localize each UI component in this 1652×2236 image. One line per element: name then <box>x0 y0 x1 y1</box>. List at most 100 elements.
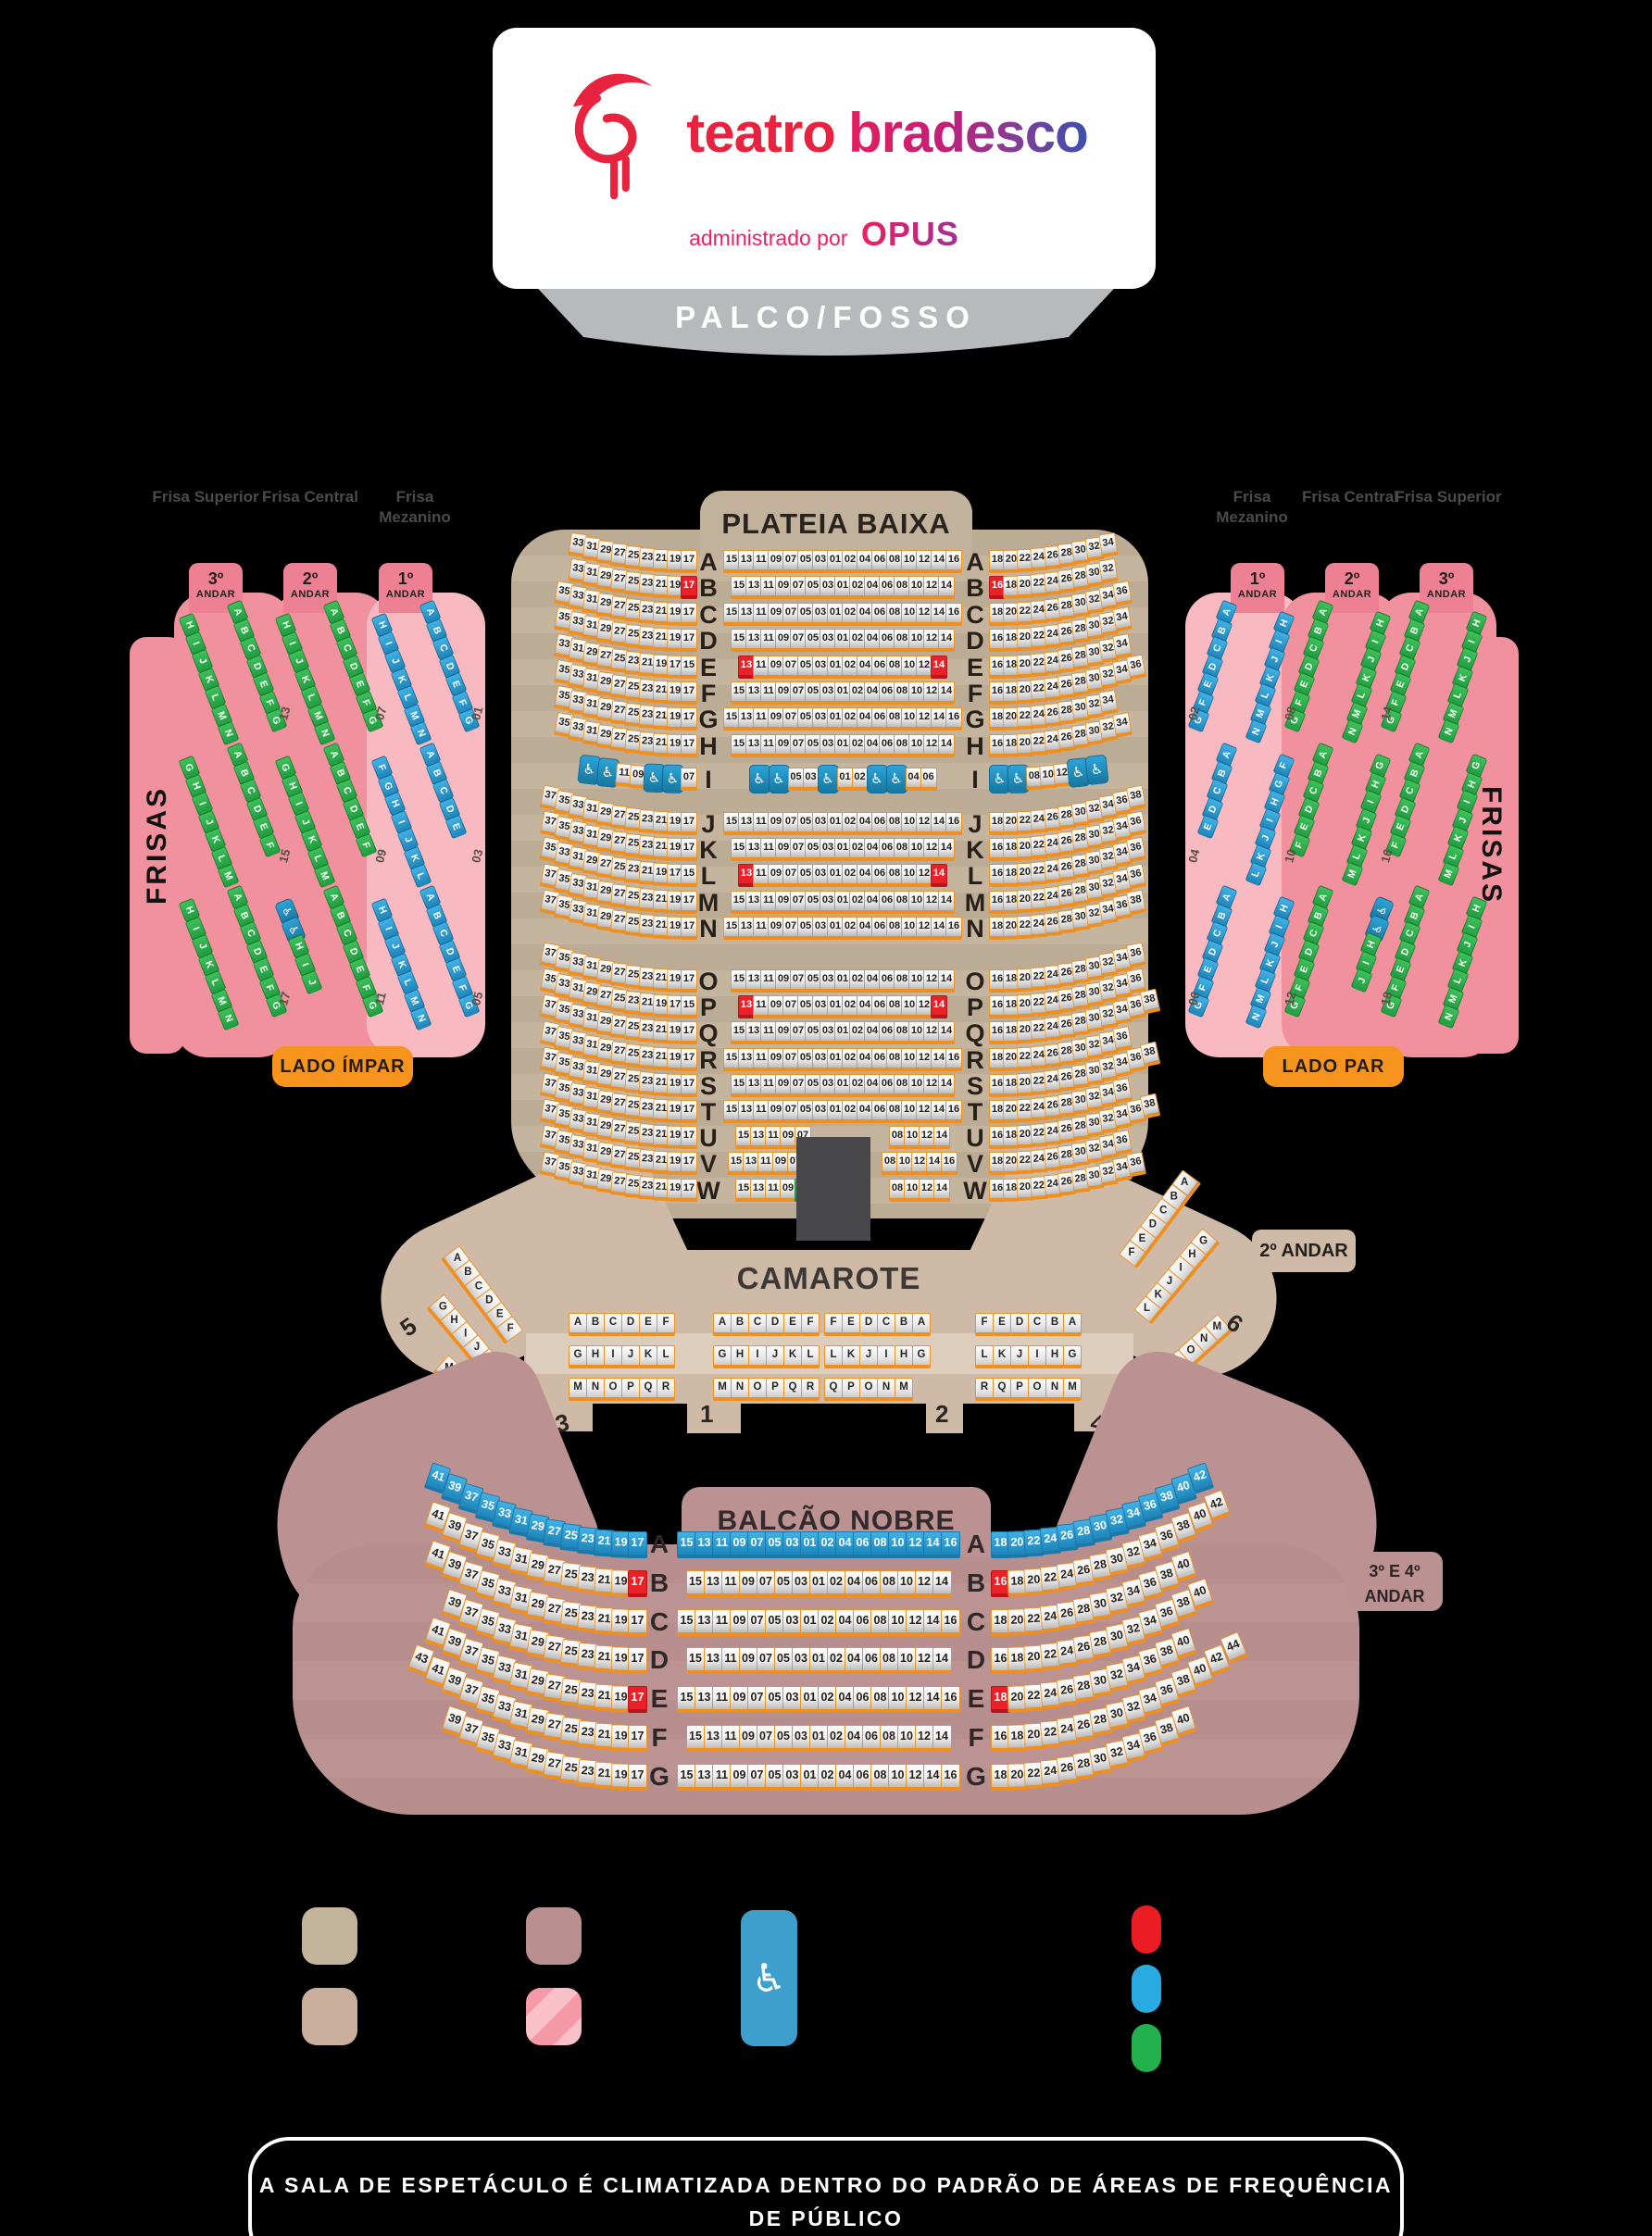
seat[interactable]: 15 <box>723 1047 740 1071</box>
seat[interactable]: B <box>895 1313 913 1336</box>
seat[interactable]: 10 <box>908 1021 925 1045</box>
seat[interactable]: 16 <box>989 838 1006 862</box>
seat[interactable]: G <box>1063 1345 1082 1368</box>
seat[interactable]: J <box>766 1345 784 1368</box>
seat[interactable]: 12 <box>906 1531 925 1558</box>
seat[interactable]: 10 <box>888 1686 907 1714</box>
seat[interactable]: 09 <box>775 1073 792 1097</box>
seat[interactable]: 03 <box>812 1047 829 1071</box>
seat[interactable]: P <box>842 1378 860 1401</box>
seat[interactable]: 17 <box>628 1725 647 1752</box>
seat[interactable]: 10 <box>908 969 925 993</box>
seat[interactable]: O <box>1028 1378 1046 1401</box>
seat[interactable]: 09 <box>775 969 792 993</box>
seat[interactable]: 02 <box>849 838 866 862</box>
seat[interactable]: 16 <box>941 1608 960 1636</box>
seat[interactable]: 13 <box>695 1531 714 1558</box>
seat[interactable]: 06 <box>871 916 888 940</box>
seat[interactable]: 08 <box>894 629 910 653</box>
seat[interactable]: 02 <box>842 864 858 888</box>
seat[interactable]: 11 <box>753 550 770 573</box>
seat[interactable]: E <box>993 1313 1011 1336</box>
seat[interactable]: H <box>1045 1345 1064 1368</box>
seat[interactable]: I <box>748 1345 767 1368</box>
seat[interactable]: 17 <box>628 1569 647 1597</box>
seat[interactable]: K <box>993 1345 1011 1368</box>
seat[interactable]: 16 <box>941 1763 960 1791</box>
seat[interactable]: 15 <box>681 655 697 679</box>
seat[interactable]: 17 <box>681 969 697 993</box>
seat[interactable]: 15 <box>685 1569 706 1597</box>
seat[interactable]: 07 <box>790 733 807 757</box>
seat[interactable]: N <box>409 1006 432 1031</box>
seat[interactable]: 09 <box>730 1686 749 1714</box>
seat[interactable]: 13 <box>738 995 755 1019</box>
seat[interactable]: 01 <box>834 838 851 862</box>
seat[interactable]: 36 <box>1125 942 1147 968</box>
seat[interactable]: 02 <box>826 1647 846 1675</box>
seat[interactable]: 07 <box>747 1608 767 1636</box>
seat[interactable]: A <box>713 1313 732 1336</box>
seat[interactable]: 10 <box>901 602 918 626</box>
seat[interactable]: 09 <box>768 995 784 1019</box>
seat[interactable]: F <box>657 1313 675 1336</box>
seat[interactable]: 13 <box>738 550 755 573</box>
seat[interactable]: 08 <box>886 1047 903 1071</box>
seat[interactable]: 12 <box>923 733 940 757</box>
wheelchair-seat[interactable]: ♿ <box>748 765 770 793</box>
seat[interactable]: B <box>1045 1313 1064 1336</box>
seat[interactable]: 08 <box>889 1126 906 1150</box>
seat[interactable]: 03 <box>820 576 836 600</box>
seat[interactable]: 11 <box>720 1725 741 1752</box>
seat[interactable]: 09 <box>738 1647 758 1675</box>
seat[interactable]: 05 <box>765 1686 784 1714</box>
seat[interactable]: 03 <box>820 890 836 914</box>
seat[interactable]: A <box>1063 1313 1082 1336</box>
seat[interactable]: 06 <box>871 550 888 573</box>
seat[interactable]: 14 <box>923 1531 943 1558</box>
seat[interactable]: 14 <box>938 629 955 653</box>
seat[interactable]: 07 <box>782 1100 799 1123</box>
seat[interactable]: 03 <box>812 550 829 573</box>
seat[interactable]: 02 <box>849 969 866 993</box>
seat[interactable]: 08 <box>894 1021 910 1045</box>
seat[interactable]: 09 <box>775 681 792 705</box>
seat[interactable]: 14 <box>938 1021 955 1045</box>
seat[interactable]: C <box>877 1313 895 1336</box>
seat[interactable]: G <box>713 1345 732 1368</box>
seat[interactable]: G <box>912 1345 931 1368</box>
seat[interactable]: Q <box>824 1378 843 1401</box>
seat[interactable]: 13 <box>745 681 762 705</box>
seat[interactable]: 12 <box>923 681 940 705</box>
seat[interactable]: 16 <box>941 1686 960 1714</box>
seat[interactable]: 08 <box>870 1686 890 1714</box>
seat[interactable]: 03 <box>820 1073 836 1097</box>
seat[interactable]: O <box>748 1378 767 1401</box>
seat[interactable]: 16 <box>945 602 962 626</box>
seat[interactable]: N <box>1437 718 1460 744</box>
seat[interactable]: 13 <box>745 1073 762 1097</box>
seat[interactable]: 07 <box>790 681 807 705</box>
seat[interactable]: 13 <box>738 864 755 888</box>
seat[interactable]: 38 <box>1139 1041 1161 1068</box>
seat[interactable]: 13 <box>738 707 755 731</box>
seat[interactable]: 13 <box>738 1100 755 1123</box>
seat[interactable]: 05 <box>805 629 821 653</box>
wheelchair-seat[interactable]: ♿ <box>768 765 790 793</box>
seat[interactable]: 06 <box>879 969 895 993</box>
seat[interactable]: 06 <box>853 1531 872 1558</box>
seat[interactable]: 02 <box>818 1531 837 1558</box>
seat[interactable]: 01 <box>827 602 844 626</box>
seat[interactable]: 15 <box>677 1531 696 1558</box>
seat[interactable]: M <box>1437 861 1460 887</box>
seat[interactable]: 10 <box>888 1608 907 1636</box>
seat[interactable]: 17 <box>681 1073 697 1097</box>
seat[interactable]: 05 <box>765 1608 784 1636</box>
seat[interactable]: 15 <box>731 838 747 862</box>
seat[interactable]: 18 <box>991 1686 1010 1714</box>
seat[interactable]: 13 <box>703 1569 723 1597</box>
seat[interactable]: 06 <box>920 768 937 791</box>
seat[interactable]: 34 <box>1098 690 1119 716</box>
seat[interactable]: 05 <box>765 1763 784 1791</box>
seat[interactable]: 02 <box>851 768 869 791</box>
